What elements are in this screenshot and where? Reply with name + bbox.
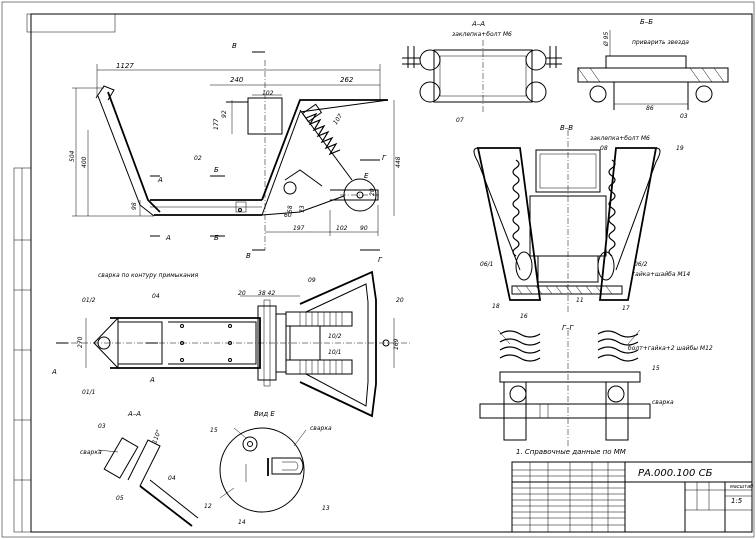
section-bb-title: Б–Б	[640, 18, 653, 26]
plan-letter-a-left: А	[51, 368, 57, 376]
dim-86: 86	[646, 105, 654, 112]
part-04-detail: 04	[168, 475, 176, 482]
scale-value: 1:5	[731, 497, 743, 505]
part-20: 20	[396, 297, 404, 304]
dim-448: 448	[395, 156, 402, 168]
part-01-1: 01/1	[82, 389, 95, 396]
dim-270: 270	[77, 336, 84, 348]
dim-98: 98	[131, 202, 138, 210]
section-gg	[479, 329, 651, 446]
part-05: 05	[116, 495, 124, 502]
part-01-2: 01/2	[82, 297, 96, 304]
part-16: 16	[520, 313, 528, 320]
dim-20-side: 20	[369, 188, 376, 196]
part-19: 19	[676, 145, 684, 152]
part-13: 13	[322, 505, 330, 512]
dim-262: 262	[340, 76, 354, 84]
weld-label-detail: сварка	[80, 449, 102, 456]
section-aa-top	[402, 40, 562, 112]
plan-view	[56, 270, 410, 418]
part-08: 08	[600, 145, 608, 152]
part-10-2: 10/2	[328, 333, 342, 340]
section-aa-title: А–А	[471, 20, 485, 28]
view-e-title: Вид Е	[254, 410, 275, 418]
detail-aa-title: А–А	[127, 410, 141, 418]
part-15-gg: 15	[652, 365, 660, 372]
side-view	[72, 51, 395, 251]
view-letter-e: Е	[364, 172, 369, 180]
section-letter-a-bottom: А	[165, 234, 171, 242]
dim-110: 110°	[151, 429, 163, 445]
general-note: 1. Справочные данные по ММ	[516, 448, 626, 456]
section-vv-callout: заклепка+болт М6	[590, 135, 650, 142]
dim-240: 240	[230, 76, 244, 84]
part-06-2: 06/2	[634, 261, 648, 268]
part-07: 07	[456, 117, 464, 124]
scale-label: масштаб	[730, 484, 753, 490]
section-letter-g-bottom: Г	[378, 256, 383, 264]
dim-90: 90	[360, 225, 368, 232]
part-11: 11	[576, 297, 584, 304]
part-10-1: 10/1	[328, 349, 341, 356]
drawing-code: РА.000.100 СБ	[638, 468, 713, 479]
section-letter-v-top: В	[232, 42, 237, 50]
part-09: 09	[308, 277, 316, 284]
dim-197: 197	[293, 225, 305, 232]
weld-label-gg: сварка	[652, 399, 674, 406]
section-letter-a-top: А	[157, 176, 163, 184]
view-e	[219, 427, 307, 513]
part-06-1: 06/1	[480, 261, 493, 268]
section-bb-callout: приварить звезда	[632, 39, 689, 46]
dim-60: 60	[284, 212, 292, 219]
dim-58: 58	[287, 205, 294, 213]
section-vv	[473, 130, 661, 312]
dim-95: Ø 95	[603, 32, 610, 47]
title-block: РА.000.100 СБ масштаб 1:5	[511, 461, 753, 533]
part-03-bb: 03	[680, 113, 688, 120]
dim-20-plan: 20	[238, 290, 246, 297]
dim-177: 177	[213, 118, 220, 130]
dim-504: 504	[69, 150, 76, 162]
weld-label-view: сварка	[310, 425, 332, 432]
dim-92: 92	[221, 110, 228, 118]
section-letter-b-bottom: Б	[214, 234, 219, 242]
dim-102-bottom: 102	[336, 225, 348, 232]
section-vv-bottom-callout: гайка+шайба М14	[632, 271, 690, 278]
section-vv-title: В–В	[560, 124, 573, 132]
section-gg-title: Г–Г	[562, 324, 574, 332]
part-02: 02	[194, 155, 202, 162]
section-gg-callout: болт+гайка+2 шайбы М12	[628, 345, 713, 352]
dim-102-top: 102	[262, 90, 274, 97]
weld-contour-label: сварка по контуру примыкания	[98, 272, 199, 279]
part-17: 17	[622, 305, 630, 312]
dim-73: 73	[299, 205, 306, 213]
plan-letter-a-right: А	[149, 376, 155, 384]
section-letter-g-top: Г	[382, 154, 387, 162]
section-aa-callout: заклепка+болт М6	[452, 31, 512, 38]
part-04-plan: 04	[152, 293, 160, 300]
dim-38-42: 38 42	[258, 290, 275, 297]
dim-400: 400	[81, 156, 88, 168]
part-14: 14	[238, 519, 246, 526]
part-12: 12	[204, 503, 212, 510]
section-bb	[577, 30, 729, 110]
dim-1127: 1127	[116, 62, 134, 70]
section-aa-detail	[97, 437, 199, 527]
part-18: 18	[492, 303, 500, 310]
part-15-view: 15	[210, 427, 218, 434]
dim-169: 169	[393, 338, 400, 350]
dim-107: 107	[332, 113, 344, 127]
section-letter-v-bottom: В	[246, 252, 251, 260]
part-03-detail: 03	[98, 423, 106, 430]
section-letter-b-top: Б	[214, 166, 219, 174]
